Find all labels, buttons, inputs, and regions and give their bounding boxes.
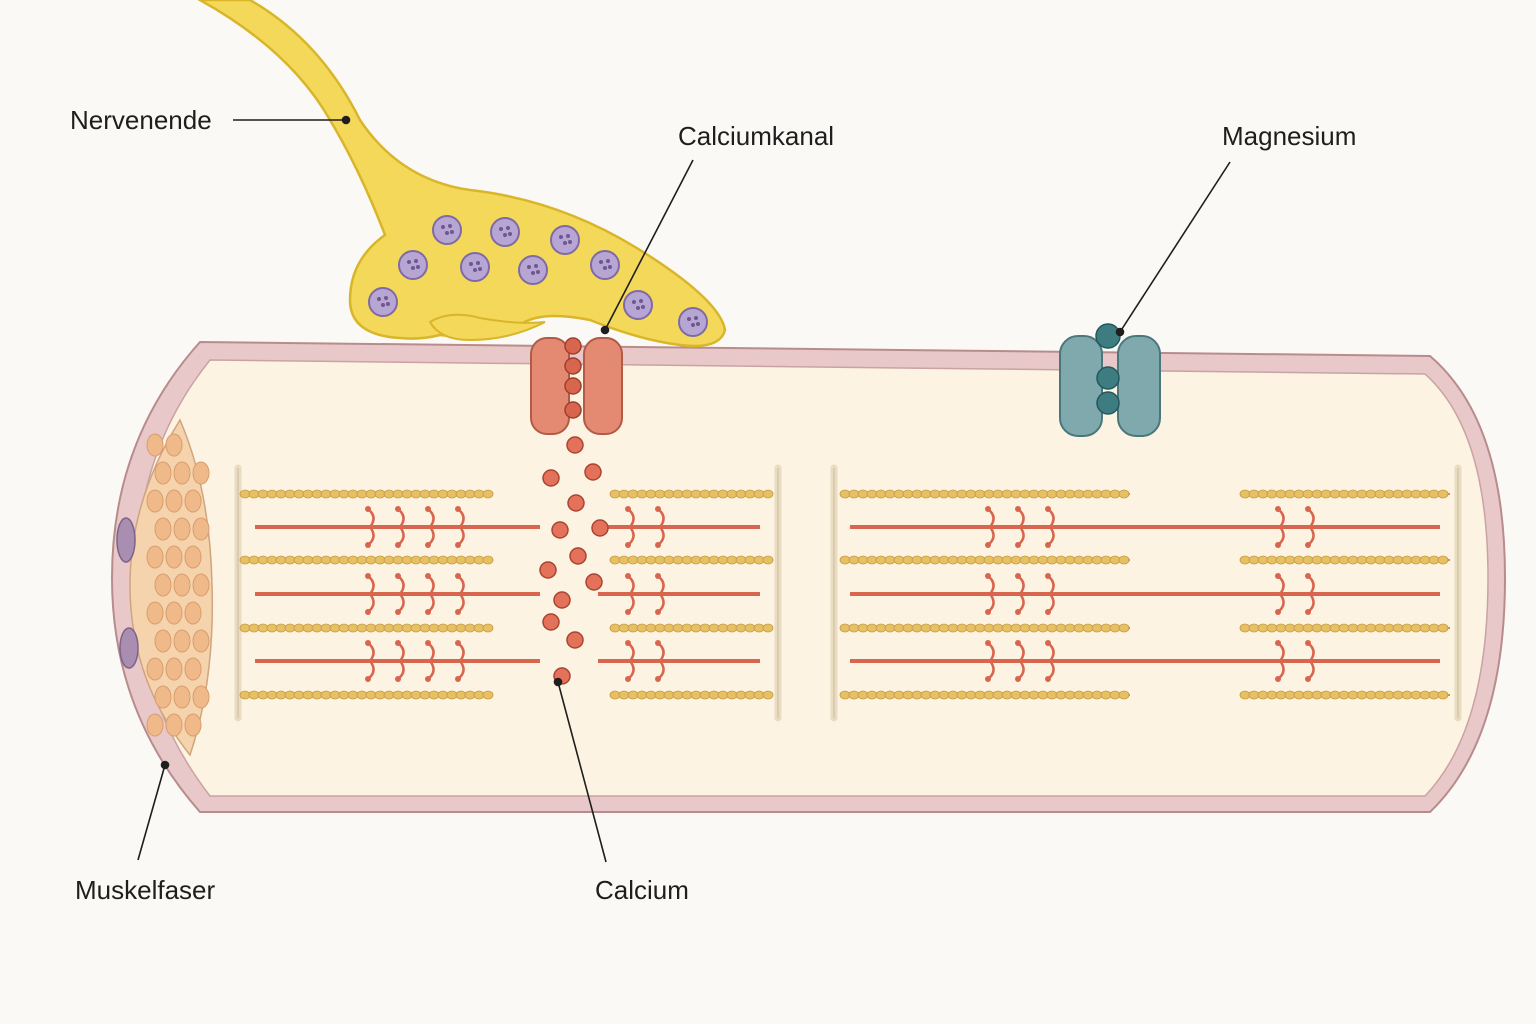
cell-icon [184, 657, 202, 681]
vesicle-icon [432, 215, 462, 245]
calcium-ion-icon [584, 463, 602, 481]
calcium-ion-icon [542, 613, 560, 631]
calcium-ion-icon [539, 561, 557, 579]
vesicle-icon [518, 255, 548, 285]
vesicle-icon [623, 290, 653, 320]
calcium-channel [530, 337, 623, 435]
cell-icon [146, 489, 164, 513]
cell-icon [154, 573, 172, 597]
cell-icon [154, 517, 172, 541]
cell-icon [173, 629, 191, 653]
calcium-ions [539, 436, 609, 685]
cell-icon [165, 489, 183, 513]
synaptic-vesicles [368, 215, 708, 337]
nucleus-icon [116, 517, 136, 563]
calcium-ion-icon [569, 547, 587, 565]
cell-icon [173, 573, 191, 597]
cell-icon [192, 517, 210, 541]
label-muscle-fiber: Muskelfaser [75, 875, 216, 905]
calcium-ion-icon [553, 591, 571, 609]
cross-section-cells [146, 433, 210, 737]
calcium-ion-icon [566, 436, 584, 454]
label-magnesium: Magnesium [1222, 121, 1357, 151]
vesicle-icon [398, 250, 428, 280]
cell-icon [154, 685, 172, 709]
calcium-ion-icon [551, 521, 569, 539]
cell-icon [165, 545, 183, 569]
label-calcium-channel: Calciumkanal [678, 121, 835, 151]
cell-icon [146, 657, 164, 681]
calcium-ion-icon [591, 519, 609, 537]
vesicle-icon [550, 225, 580, 255]
muscle-fiber [110, 340, 1507, 813]
vesicle-icon [368, 287, 398, 317]
calcium-ion-icon [585, 573, 603, 591]
vesicle-icon [460, 252, 490, 282]
cell-icon [146, 433, 164, 457]
vesicle-icon [678, 307, 708, 337]
cell-icon [154, 629, 172, 653]
cell-icon [173, 517, 191, 541]
fiber-interior [135, 359, 1489, 797]
cell-icon [184, 545, 202, 569]
vesicle-icon [490, 217, 520, 247]
label-calcium: Calcium [595, 875, 689, 905]
cell-icon [184, 713, 202, 737]
cell-icon [192, 461, 210, 485]
nucleus-icon [119, 627, 139, 669]
cell-icon [165, 657, 183, 681]
magnesium-channel [1059, 323, 1161, 437]
nerve-ending [197, 0, 727, 348]
vesicle-icon [590, 250, 620, 280]
cell-icon [173, 461, 191, 485]
calcium-ion-icon [566, 631, 584, 649]
cell-icon [192, 685, 210, 709]
cell-icon [146, 713, 164, 737]
cell-icon [146, 545, 164, 569]
calcium-ion-icon [567, 494, 585, 512]
cell-icon [154, 461, 172, 485]
leader-lines [137, 115, 1231, 863]
label-nerve-ending: Nervenende [70, 105, 212, 135]
cell-icon [184, 489, 202, 513]
cell-icon [173, 685, 191, 709]
cell-icon [192, 573, 210, 597]
cell-icon [165, 601, 183, 625]
myofibrils [234, 464, 1462, 722]
cell-icon [192, 629, 210, 653]
cell-icon [165, 713, 183, 737]
cell-icon [146, 601, 164, 625]
calcium-ion-icon [542, 469, 560, 487]
cell-icon [184, 601, 202, 625]
cell-icon [165, 433, 183, 457]
